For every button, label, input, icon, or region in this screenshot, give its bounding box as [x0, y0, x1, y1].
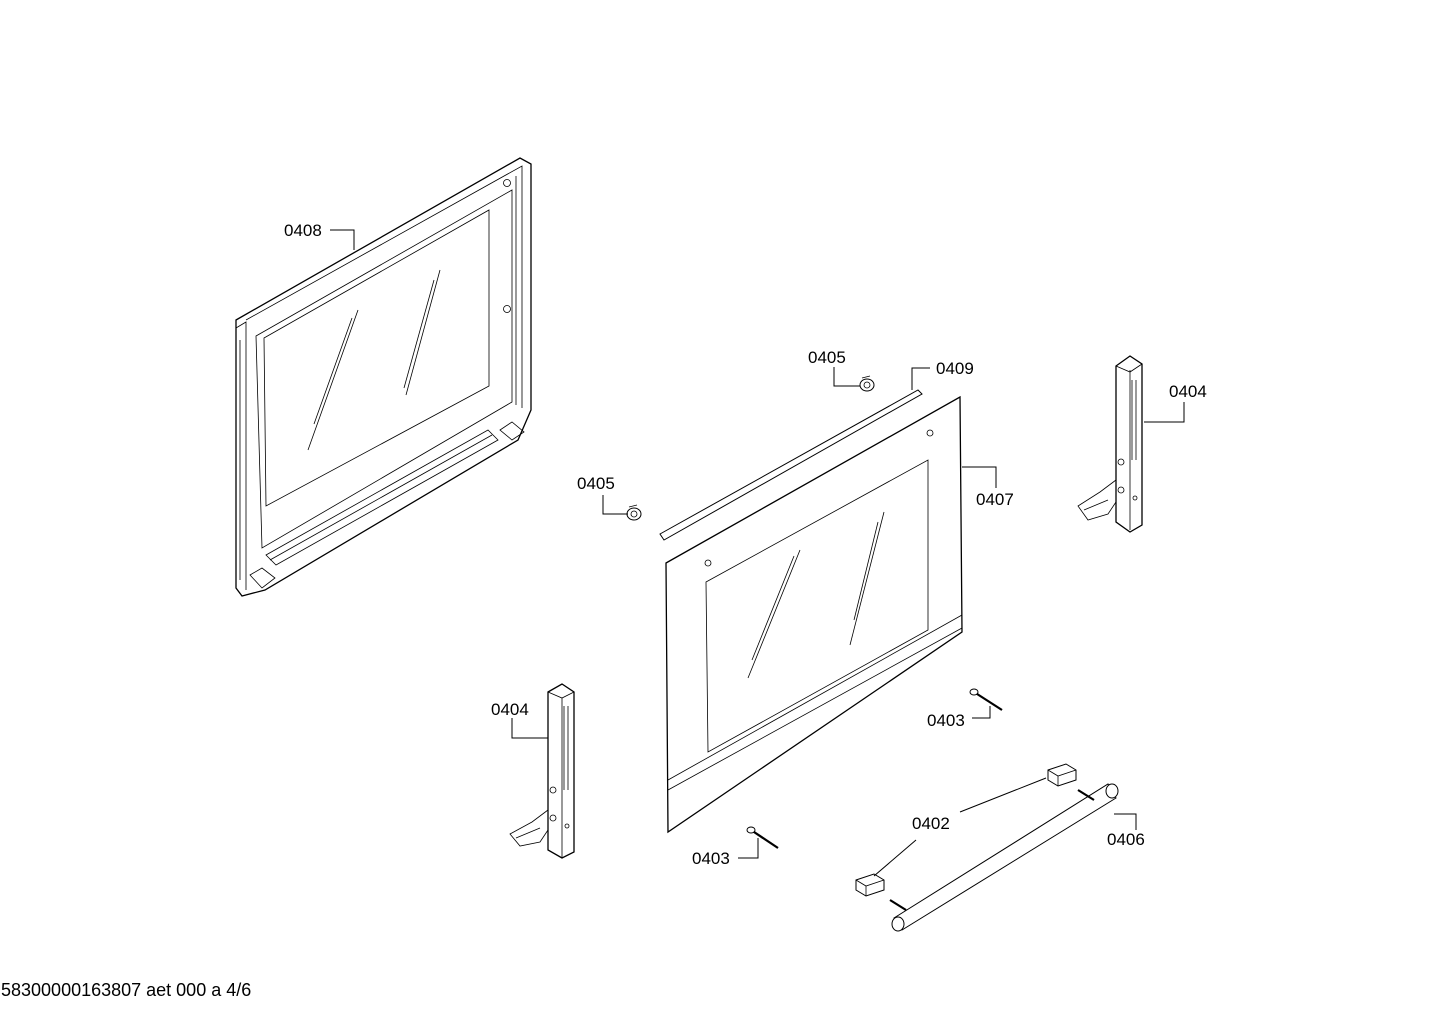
document-reference: 58300000163807 aet 000 a 4/6 — [1, 980, 252, 1000]
hinge-0404-left — [509, 683, 575, 859]
handle-bracket-0402-bottom — [855, 873, 885, 897]
handle-bracket-0402-top — [1047, 763, 1077, 787]
label-0404-right: 0404 — [1169, 382, 1207, 401]
label-0402: 0402 — [912, 814, 950, 833]
inner-door-frame-0408 — [235, 157, 532, 597]
label-0406: 0406 — [1107, 830, 1145, 849]
label-0409: 0409 — [936, 359, 974, 378]
label-0408: 0408 — [284, 221, 322, 240]
hinge-0404-right — [1077, 355, 1143, 533]
leader-lines — [330, 229, 1185, 877]
grommet-0405-top — [859, 375, 875, 392]
screw-0403-bottom — [746, 826, 779, 849]
label-0405-top: 0405 — [808, 348, 846, 367]
grommet-0405-left — [626, 504, 642, 521]
handle-bar-0406 — [889, 783, 1119, 932]
label-0407: 0407 — [976, 490, 1014, 509]
label-0403-right: 0403 — [927, 711, 965, 730]
label-0403-bottom: 0403 — [692, 849, 730, 868]
seal-strip-0409 — [659, 389, 923, 541]
label-0404-left: 0404 — [491, 700, 529, 719]
label-0405-left: 0405 — [577, 474, 615, 493]
screw-0403-right — [969, 688, 1003, 711]
glass-pane-0407 — [665, 395, 963, 834]
